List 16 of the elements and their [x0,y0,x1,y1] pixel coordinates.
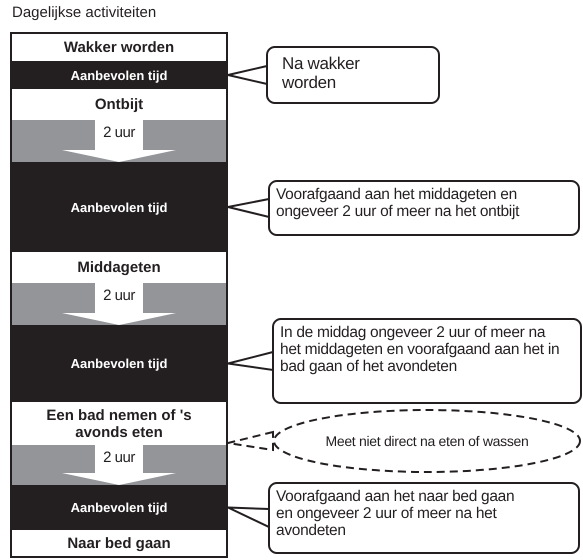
recommended-time-band: Aanbevolen tijd [12,162,226,252]
speech-bubble: Voorafgaand aan het naar bed gaan en ongeveer 2 uur of meer na het avondeten [268,482,580,554]
column-heading: Dagelijkse activiteiten [12,4,156,21]
note-text: Meet niet direct na eten of wassen [325,432,529,450]
speech-bubble-tail [227,430,274,452]
speech-bubble-tail [227,198,270,218]
speech-bubble: Na wakker worden [266,46,440,104]
recommended-time-band: Aanbevolen tijd [12,325,226,402]
speech-bubble: Voorafgaand aan het middageten en ongeveer 2 uur of meer na het ontbijt [268,180,580,236]
speech-bubble-tail [227,64,268,86]
speech-bubble-tail [227,350,274,372]
recommended-time-band: Aanbevolen tijd [12,485,226,530]
speech-bubble-tail [227,506,270,529]
speech-bubble: In de middag ongeveer 2 uur of meer na het middageten en voorafgaand aan het in bad gaan of het avondeten [272,318,582,404]
dashed-speech-bubble [272,408,582,474]
recommended-time-band: Aanbevolen tijd [12,61,226,89]
